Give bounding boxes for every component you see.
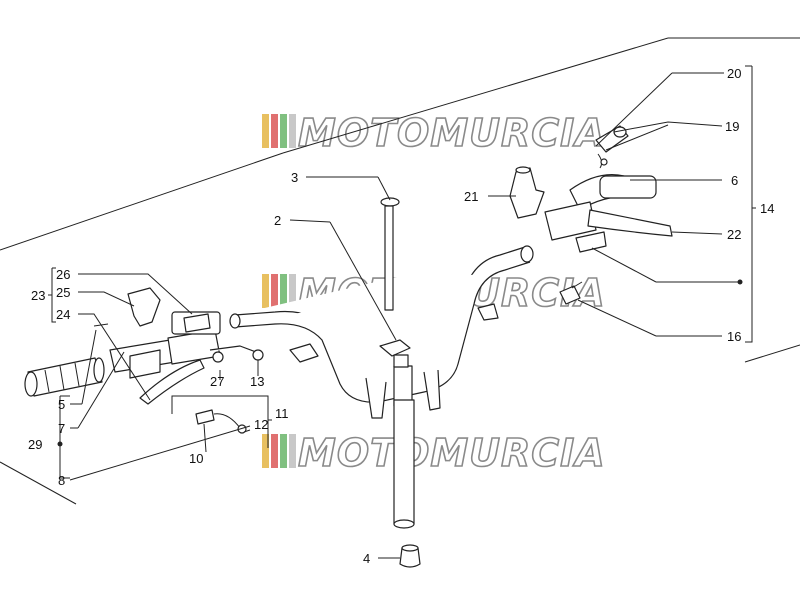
watermark-stripe xyxy=(262,274,269,308)
switch-assembly xyxy=(195,409,247,434)
bar-fitting-left xyxy=(289,343,319,363)
label-27: 27 xyxy=(210,374,224,389)
label-11: 11 xyxy=(275,406,289,421)
label-3: 3 xyxy=(291,170,298,185)
handlebar xyxy=(229,245,534,419)
reference-dot xyxy=(737,279,743,285)
label-13: 13 xyxy=(250,374,264,389)
watermark-stripe xyxy=(289,434,296,468)
label-8: 8 xyxy=(58,473,65,488)
long-bolt xyxy=(380,197,400,311)
label-29: 29 xyxy=(28,437,42,452)
right-lever-assembly xyxy=(509,125,673,305)
label-23: 23 xyxy=(31,288,45,303)
watermark-stripe xyxy=(289,114,296,148)
label-4: 4 xyxy=(363,551,370,566)
watermark-stripe xyxy=(280,114,287,148)
label-7: 7 xyxy=(58,421,65,436)
watermark-stripe xyxy=(271,114,278,148)
left-lever-assembly xyxy=(93,287,264,405)
watermark-stripe xyxy=(280,434,287,468)
label-16: 16 xyxy=(727,329,741,344)
label-2: 2 xyxy=(274,213,281,228)
watermark-text: MOTOMURCIA xyxy=(298,431,606,475)
label-6: 6 xyxy=(731,173,738,188)
label-10: 10 xyxy=(189,451,203,466)
label-24: 24 xyxy=(56,307,70,322)
bar-fitting-right xyxy=(477,303,499,321)
label-21: 21 xyxy=(464,189,478,204)
watermark-stripe xyxy=(271,274,278,308)
label-5: 5 xyxy=(58,397,65,412)
label-20: 20 xyxy=(727,66,741,81)
watermark-bottom: MOTOMURCIA xyxy=(262,430,606,476)
group-frame-right-diagonal xyxy=(282,37,669,154)
label-12: 12 xyxy=(254,417,268,432)
watermark-top: MOTOMURCIA xyxy=(262,110,606,156)
label-25: 25 xyxy=(56,285,70,300)
label-14: 14 xyxy=(760,201,774,216)
watermark-stripe xyxy=(262,434,269,468)
watermark-stripe xyxy=(280,274,287,308)
column-cap xyxy=(399,544,421,568)
part-labels: 20 19 6 14 22 16 21 3 2 26 23 25 24 5 7 … xyxy=(28,66,774,566)
left-grip xyxy=(24,357,105,397)
steering-column xyxy=(393,399,415,529)
watermark-text: MOTOMURCIA xyxy=(298,111,606,155)
group-frame-right-bottom xyxy=(744,344,800,363)
column-clamp xyxy=(379,339,411,368)
watermark-stripe xyxy=(289,274,296,308)
label-26: 26 xyxy=(56,267,70,282)
watermark-stripe xyxy=(262,114,269,148)
label-22: 22 xyxy=(727,227,741,242)
group-frame-left-diagonal xyxy=(0,152,284,251)
group-frame-left-bottom xyxy=(0,461,77,505)
label-19: 19 xyxy=(725,119,739,134)
reference-dot xyxy=(57,441,63,447)
watermark-stripe xyxy=(271,434,278,468)
leader-lines xyxy=(48,65,756,559)
